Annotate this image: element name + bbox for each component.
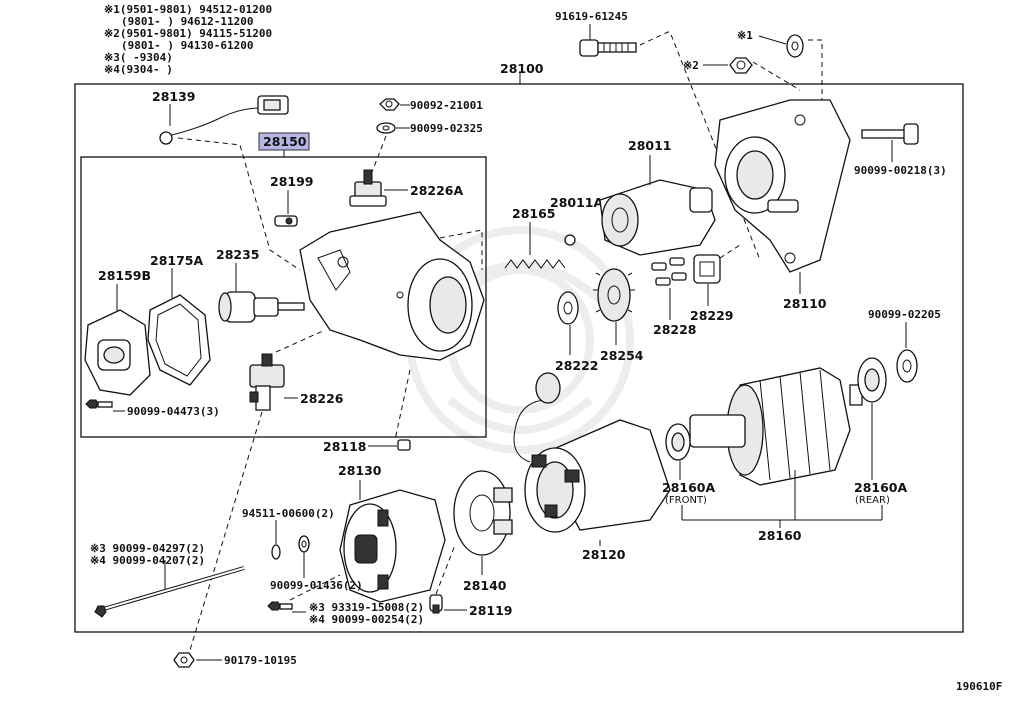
pin-28199[interactable] bbox=[274, 215, 298, 227]
notes-block: ※1(9501-9801) 94512-01200 (9801- ) 94612… bbox=[104, 3, 272, 76]
label-bolt-4: ※4 90099-04207(2) bbox=[90, 554, 205, 567]
label-28228: 28228 bbox=[653, 322, 697, 337]
label-front: (FRONT) bbox=[665, 495, 707, 506]
washer-90099-02205[interactable] bbox=[896, 349, 918, 383]
label-28011: 28011 bbox=[628, 138, 672, 153]
label-28140: 28140 bbox=[463, 578, 507, 593]
label-m1: ※1 bbox=[737, 29, 753, 42]
lead-wire-28139[interactable] bbox=[159, 95, 289, 145]
label-28160: 28160 bbox=[758, 528, 802, 543]
note-line: ※1(9501-9801) 94512-01200 bbox=[104, 3, 272, 16]
brush-holder-28140[interactable] bbox=[453, 470, 513, 556]
highlight-box-28150[interactable] bbox=[258, 132, 310, 151]
spring-28165[interactable] bbox=[504, 259, 566, 269]
bolt-90099-00218[interactable] bbox=[861, 123, 919, 145]
note-line: ※2(9501-9801) 94115-51200 bbox=[104, 27, 272, 40]
assembly-frame bbox=[74, 83, 964, 633]
assembly-label: 28100 bbox=[500, 61, 544, 76]
screw-90099-04473[interactable] bbox=[85, 399, 113, 409]
washer-90099-01436[interactable] bbox=[298, 535, 310, 553]
housing-28110[interactable] bbox=[714, 99, 851, 273]
nut-90179-10195[interactable] bbox=[173, 652, 195, 668]
screw-93319-15008[interactable] bbox=[267, 601, 293, 611]
cover-28159B[interactable] bbox=[84, 309, 151, 396]
label-90099-02325: 90099-02325 bbox=[410, 122, 483, 135]
label-28160A-front: 28160A bbox=[662, 480, 715, 495]
label-bolt-3: ※3 90099-04297(2) bbox=[90, 542, 205, 555]
label-90092-21001: 90092-21001 bbox=[410, 99, 483, 112]
label-90099-01436: 90099-01436(2) bbox=[270, 579, 363, 592]
note-line: ※4(9304- ) bbox=[104, 63, 173, 76]
label-28110: 28110 bbox=[783, 296, 827, 311]
label-28222: 28222 bbox=[555, 358, 599, 373]
through-bolt[interactable] bbox=[94, 566, 245, 618]
label-28235: 28235 bbox=[216, 247, 260, 262]
label-28150: 28150 bbox=[263, 134, 307, 149]
label-28199: 28199 bbox=[270, 174, 314, 189]
washer-28222[interactable] bbox=[557, 291, 579, 325]
label-90179-10195: 90179-10195 bbox=[224, 654, 297, 667]
washer-94511-00600[interactable] bbox=[271, 544, 281, 560]
label-91619-61245: 91619-61245 bbox=[555, 10, 628, 23]
label-28160A-rear: 28160A bbox=[854, 480, 907, 495]
armature-28160[interactable] bbox=[689, 367, 863, 486]
label-28139: 28139 bbox=[152, 89, 196, 104]
clutch-gear-28011[interactable] bbox=[599, 179, 716, 256]
rollers-28228[interactable] bbox=[651, 257, 687, 286]
ball-28011A[interactable] bbox=[564, 234, 576, 246]
label-28130: 28130 bbox=[338, 463, 382, 478]
label-28011A: 28011A bbox=[550, 195, 603, 210]
terminal-28226[interactable] bbox=[249, 353, 285, 411]
screw-28119[interactable] bbox=[429, 594, 443, 614]
bearing-front[interactable] bbox=[665, 423, 691, 461]
nut-90092-21001[interactable] bbox=[379, 98, 400, 111]
label-90099-00218: 90099-00218(3) bbox=[854, 164, 947, 177]
label-screw-3: ※3 93319-15008(2) bbox=[309, 601, 424, 614]
label-28175A: 28175A bbox=[150, 253, 203, 268]
label-28254: 28254 bbox=[600, 348, 644, 363]
plunger-28235[interactable] bbox=[218, 291, 305, 323]
gasket-28175A[interactable] bbox=[147, 294, 211, 386]
washer-90099-02325[interactable] bbox=[376, 122, 396, 134]
note-line: ※3( -9304) bbox=[104, 51, 173, 64]
label-94511-00600: 94511-00600(2) bbox=[242, 507, 335, 520]
bearing-rear[interactable] bbox=[857, 357, 887, 403]
label-28120: 28120 bbox=[582, 547, 626, 562]
label-28118: 28118 bbox=[323, 439, 367, 454]
note-line: (9801- ) 94612-11200 bbox=[121, 15, 253, 28]
yoke-28120[interactable] bbox=[513, 372, 671, 533]
label-28226A: 28226A bbox=[410, 183, 463, 198]
note-line: (9801- ) 94130-61200 bbox=[121, 39, 253, 52]
label-28165: 28165 bbox=[512, 206, 556, 221]
label-28119: 28119 bbox=[469, 603, 513, 618]
label-90099-04473: 90099-04473(3) bbox=[127, 405, 220, 418]
end-frame-28130[interactable] bbox=[339, 489, 446, 603]
label-28229: 28229 bbox=[690, 308, 734, 323]
label-m2: ※2 bbox=[683, 59, 699, 72]
idler-gear-28254[interactable] bbox=[593, 268, 635, 322]
seal-28118[interactable] bbox=[397, 439, 411, 451]
bolt-91619-61245[interactable] bbox=[579, 39, 637, 57]
label-28159B: 28159B bbox=[98, 268, 151, 283]
nut-m2[interactable] bbox=[729, 57, 753, 74]
terminal-28226A[interactable] bbox=[349, 169, 387, 207]
diagram-code: 190610F bbox=[956, 680, 1002, 693]
retainer-28229[interactable] bbox=[693, 254, 721, 284]
label-screw-4: ※4 90099-00254(2) bbox=[309, 613, 424, 626]
label-28226: 28226 bbox=[300, 391, 344, 406]
switch-housing[interactable] bbox=[299, 211, 485, 361]
label-rear: (REAR) bbox=[855, 495, 890, 506]
washer-m1[interactable] bbox=[786, 34, 804, 58]
label-90099-02205: 90099-02205 bbox=[868, 308, 941, 321]
